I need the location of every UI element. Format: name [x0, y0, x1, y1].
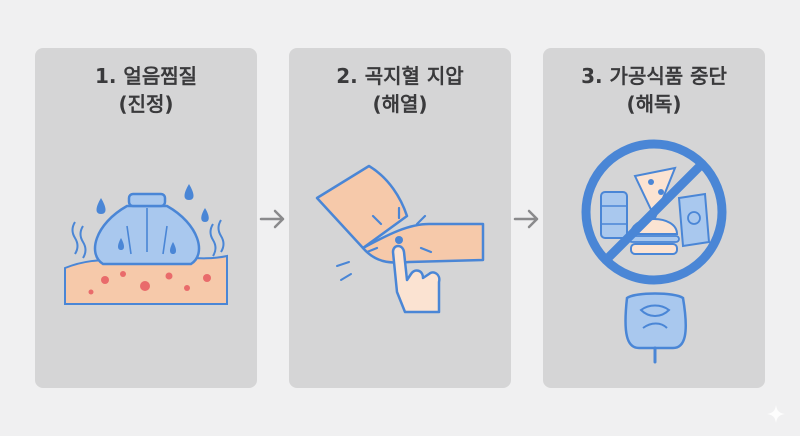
- no-processed-food-icon: [581, 139, 727, 364]
- step-3-title: 3. 가공식품 중단: [581, 64, 727, 88]
- elbow-acupressure-icon: [315, 164, 485, 314]
- step-1-subtitle: (진정): [118, 92, 174, 116]
- sparkle-icon: [767, 405, 785, 423]
- step-2-title-block: 2. 곡지혈 지압 (해열): [289, 62, 511, 118]
- step-3-title-block: 3. 가공식품 중단 (해독): [543, 62, 765, 118]
- step-2-title: 2. 곡지혈 지압: [336, 64, 464, 88]
- step-3-subtitle: (해독): [626, 92, 682, 116]
- step-3-panel: 3. 가공식품 중단 (해독): [543, 48, 765, 388]
- step-1-title: 1. 얼음찜질: [94, 64, 198, 88]
- step-2-subtitle: (해열): [372, 92, 428, 116]
- step-2-panel: 2. 곡지혈 지압 (해열): [289, 48, 511, 388]
- arrow-right-icon: [513, 209, 539, 229]
- ice-pack-on-skin-icon: [64, 184, 228, 305]
- step-1-panel: 1. 얼음찜질 (진정): [35, 48, 257, 388]
- step-1-title-block: 1. 얼음찜질 (진정): [35, 62, 257, 118]
- arrow-right-icon: [259, 209, 285, 229]
